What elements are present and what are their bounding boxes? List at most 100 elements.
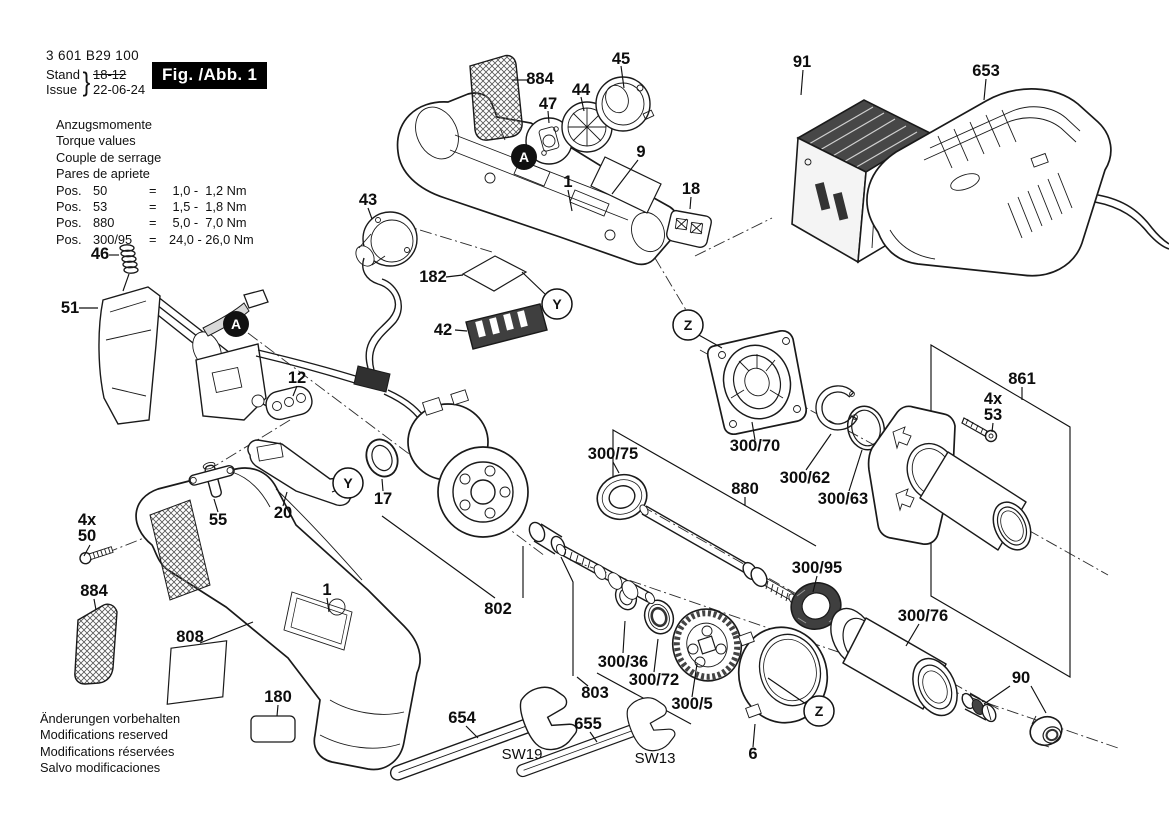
callout-42: 42 xyxy=(434,321,452,339)
callout-300-36: 300/36 xyxy=(598,653,648,671)
part-lower-housing-shell xyxy=(135,467,421,771)
part-grille-insert-top xyxy=(469,54,523,141)
callout-300-72: 300/72 xyxy=(629,671,679,689)
callout-9: 9 xyxy=(636,143,645,161)
callout-880: 880 xyxy=(731,480,759,498)
leader-lines xyxy=(79,65,1047,748)
datum-letter-z-1: Z xyxy=(672,309,704,341)
datum-letter-y-1: Y xyxy=(541,288,573,320)
callout-300-75: 300/75 xyxy=(588,445,638,463)
brace-glyph: } xyxy=(82,66,91,97)
callout-50-qty: 4x xyxy=(78,511,97,529)
callout-654: 654 xyxy=(448,709,476,727)
torque-row: Pos.300/95=24,0 - 26,0 Nm xyxy=(56,231,254,247)
note-es: Salvo modificaciones xyxy=(40,760,161,776)
callout-17: 17 xyxy=(374,490,392,508)
part-callouts: 884 45 44 47 9 91 653 1 18 43 46 51 182 … xyxy=(61,50,1036,767)
part-cover-6 xyxy=(737,626,829,724)
datum-letter-z-label: Z xyxy=(684,317,693,333)
datum-letter-a-2: A xyxy=(223,311,249,337)
datum-letter-a-label: A xyxy=(231,316,241,332)
callout-45: 45 xyxy=(612,50,630,68)
callout-300-62: 300/62 xyxy=(780,469,830,487)
callout-300-76: 300/76 xyxy=(898,607,948,625)
datum-letter-y-label: Y xyxy=(343,475,353,491)
datum-letter-y-2: Y xyxy=(332,467,364,499)
callout-182: 182 xyxy=(419,268,447,286)
part-motor-802 xyxy=(407,389,566,555)
part-switch-assembly xyxy=(98,286,363,425)
callout-50: 50 xyxy=(78,527,96,545)
callout-53: 53 xyxy=(984,406,1002,424)
torque-title-fr: Couple de serrage xyxy=(56,149,162,165)
callout-1-top: 1 xyxy=(563,173,572,191)
stand-value: 18-12 xyxy=(93,67,127,82)
part-gear-300-5 xyxy=(672,608,742,682)
part-charger xyxy=(866,88,1169,277)
callout-300-95: 300/95 xyxy=(792,559,842,577)
modifications-note: Änderungen vorbehalten Modifications res… xyxy=(40,711,180,777)
callout-44: 44 xyxy=(572,81,591,99)
part-switch-button-18 xyxy=(666,209,712,248)
torque-row: Pos.53= 1,5 - 1,8 Nm xyxy=(56,199,247,215)
callout-300-5: 300/5 xyxy=(671,695,712,713)
part-spindle-803 xyxy=(555,543,656,605)
part-ring-17 xyxy=(365,438,399,478)
part-spindle-lock-55 xyxy=(188,461,235,498)
callout-653: 653 xyxy=(972,62,1000,80)
callout-180: 180 xyxy=(264,688,292,706)
part-shaft-880 xyxy=(639,504,798,605)
callout-90: 90 xyxy=(1012,669,1030,687)
torque-row: Pos.880= 5,0 - 7,0 Nm xyxy=(56,215,247,231)
callout-861: 861 xyxy=(1008,370,1036,388)
part-bearing-cup-45 xyxy=(595,76,655,132)
part-label-plate-9 xyxy=(590,156,662,214)
callout-46: 46 xyxy=(91,245,109,263)
issue-label: Issue xyxy=(46,82,78,97)
torque-table: Anzugsmomente Torque values Couple de se… xyxy=(56,117,254,248)
part-snap-ring-300-62 xyxy=(815,385,858,431)
callout-808: 808 xyxy=(176,628,204,646)
motor-cable-and-plug xyxy=(353,257,429,427)
part-bearing-flange-300-70 xyxy=(706,329,808,436)
part-sticker-182 xyxy=(461,255,528,292)
callout-300-63: 300/63 xyxy=(818,490,868,508)
part-spring-46 xyxy=(119,244,139,292)
callout-sw13: SW13 xyxy=(635,750,676,767)
stand-label: Stand xyxy=(46,67,80,82)
callout-sw19: SW19 xyxy=(502,746,543,763)
note-fr: Modifications réservées xyxy=(40,743,175,759)
callout-53-qty: 4x xyxy=(984,390,1003,408)
callout-300-70: 300/70 xyxy=(730,437,780,455)
datum-letter-y-label: Y xyxy=(552,296,562,312)
callout-20: 20 xyxy=(274,504,292,522)
callout-803: 803 xyxy=(581,684,609,702)
callout-91: 91 xyxy=(793,53,811,71)
part-round-nut-300-95 xyxy=(790,582,842,630)
note-de: Änderungen vorbehalten xyxy=(40,711,181,726)
torque-title-de: Anzugsmomente xyxy=(56,117,153,132)
callout-6: 6 xyxy=(748,745,757,763)
part-gear-head-861 xyxy=(867,405,1032,551)
part-collet-90 xyxy=(961,692,1063,748)
issue-value: 22-06-24 xyxy=(93,82,146,97)
callout-884-bottom: 884 xyxy=(80,582,108,600)
callout-55: 55 xyxy=(209,511,227,529)
drawing-header: 3 601 B29 100 Stand Issue } 18-12 22-06-… xyxy=(46,48,145,97)
datum-letter-z-label: Z xyxy=(815,703,824,719)
torque-title-en: Torque values xyxy=(56,133,136,149)
callout-802: 802 xyxy=(484,600,512,618)
part-bearing-300-72 xyxy=(643,599,675,635)
datum-letter-z-2: Z xyxy=(803,695,835,727)
datum-letter-a-1: A xyxy=(511,144,537,170)
part-bearing-flange-43 xyxy=(355,211,418,267)
part-label-plate-808 xyxy=(166,640,228,705)
callout-655: 655 xyxy=(574,715,602,733)
part-bearing-300-75 xyxy=(596,473,648,521)
part-label-plate-180 xyxy=(250,715,296,743)
part-screw-53 xyxy=(961,417,998,443)
callout-18: 18 xyxy=(682,180,700,198)
callout-51: 51 xyxy=(61,299,79,317)
figure-label: Fig. /Abb. 1 xyxy=(152,62,268,89)
